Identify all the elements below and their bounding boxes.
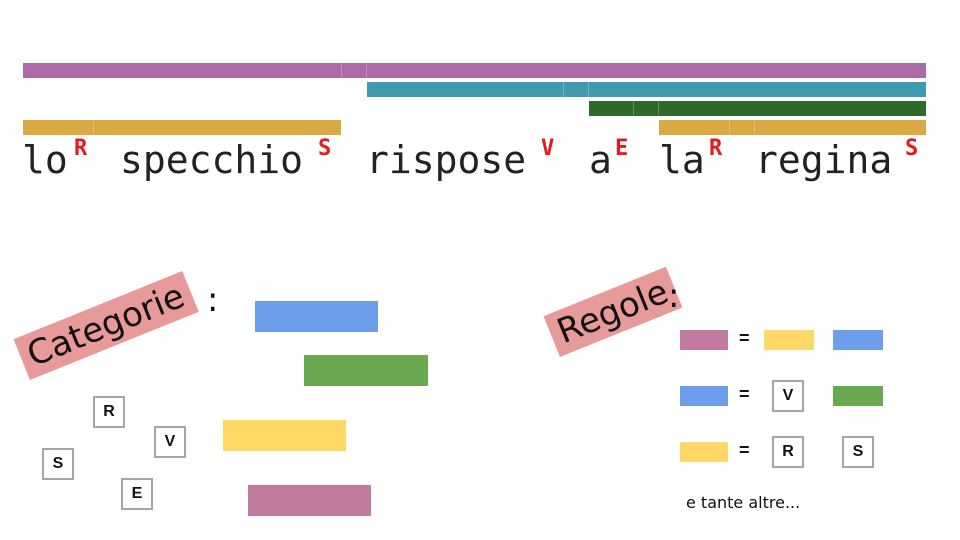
- tag-regina: S: [905, 136, 919, 161]
- rule2-rhs-green: [833, 386, 883, 406]
- category-bar-green: [304, 355, 428, 386]
- tag-specchio: S: [318, 136, 332, 161]
- word-lo: lo: [22, 138, 68, 182]
- tag-la: R: [709, 136, 723, 161]
- word-rispose: rispose: [366, 138, 527, 182]
- rule2-rhs-v: V: [772, 380, 804, 412]
- rule2-lhs-blue: [680, 386, 728, 406]
- rule1-rhs-yellow: [764, 330, 814, 350]
- rule3-rhs-s: S: [842, 436, 874, 468]
- rules-colon: :: [668, 276, 680, 316]
- category-symbol-v: V: [154, 426, 186, 458]
- rule1-rhs-blue: [833, 330, 883, 350]
- parse-bar-purple: [23, 63, 926, 78]
- tag-a: E: [615, 136, 629, 161]
- categories-colon: :: [207, 280, 219, 320]
- word-a: a: [589, 138, 612, 182]
- parse-bar-darkgreen: [589, 101, 926, 116]
- parse-bar-gold-left: [23, 120, 341, 135]
- category-bar-mauve: [248, 485, 371, 516]
- category-symbol-e: E: [121, 478, 153, 510]
- category-symbol-s: S: [42, 448, 74, 480]
- word-specchio: specchio: [120, 138, 304, 182]
- category-bar-yellow: [223, 420, 346, 451]
- tag-rispose: V: [541, 136, 555, 161]
- parse-bar-gold-right: [659, 120, 926, 135]
- rule3-lhs-yellow: [680, 442, 728, 462]
- rules-title-text: Regole: [551, 271, 675, 353]
- category-symbol-r: R: [93, 396, 125, 428]
- rule3-rhs-r: R: [772, 436, 804, 468]
- categories-title-text: Categorie: [21, 276, 191, 376]
- word-regina: regina: [755, 138, 893, 182]
- rule3-equals: =: [739, 440, 750, 460]
- parse-bar-teal: [367, 82, 926, 97]
- tagged-sentence: lo R specchio S rispose V a E la R regin…: [22, 136, 942, 190]
- categories-title: Categorie: [13, 271, 199, 380]
- word-la: la: [659, 138, 705, 182]
- rules-title: Regole: [543, 266, 683, 357]
- rule2-equals: =: [739, 384, 750, 404]
- category-bar-blue: [255, 301, 378, 332]
- rules-footer: e tante altre...: [686, 493, 801, 512]
- rule1-equals: =: [739, 328, 750, 348]
- tag-lo: R: [74, 136, 88, 161]
- rule1-lhs-mauve: [680, 330, 728, 350]
